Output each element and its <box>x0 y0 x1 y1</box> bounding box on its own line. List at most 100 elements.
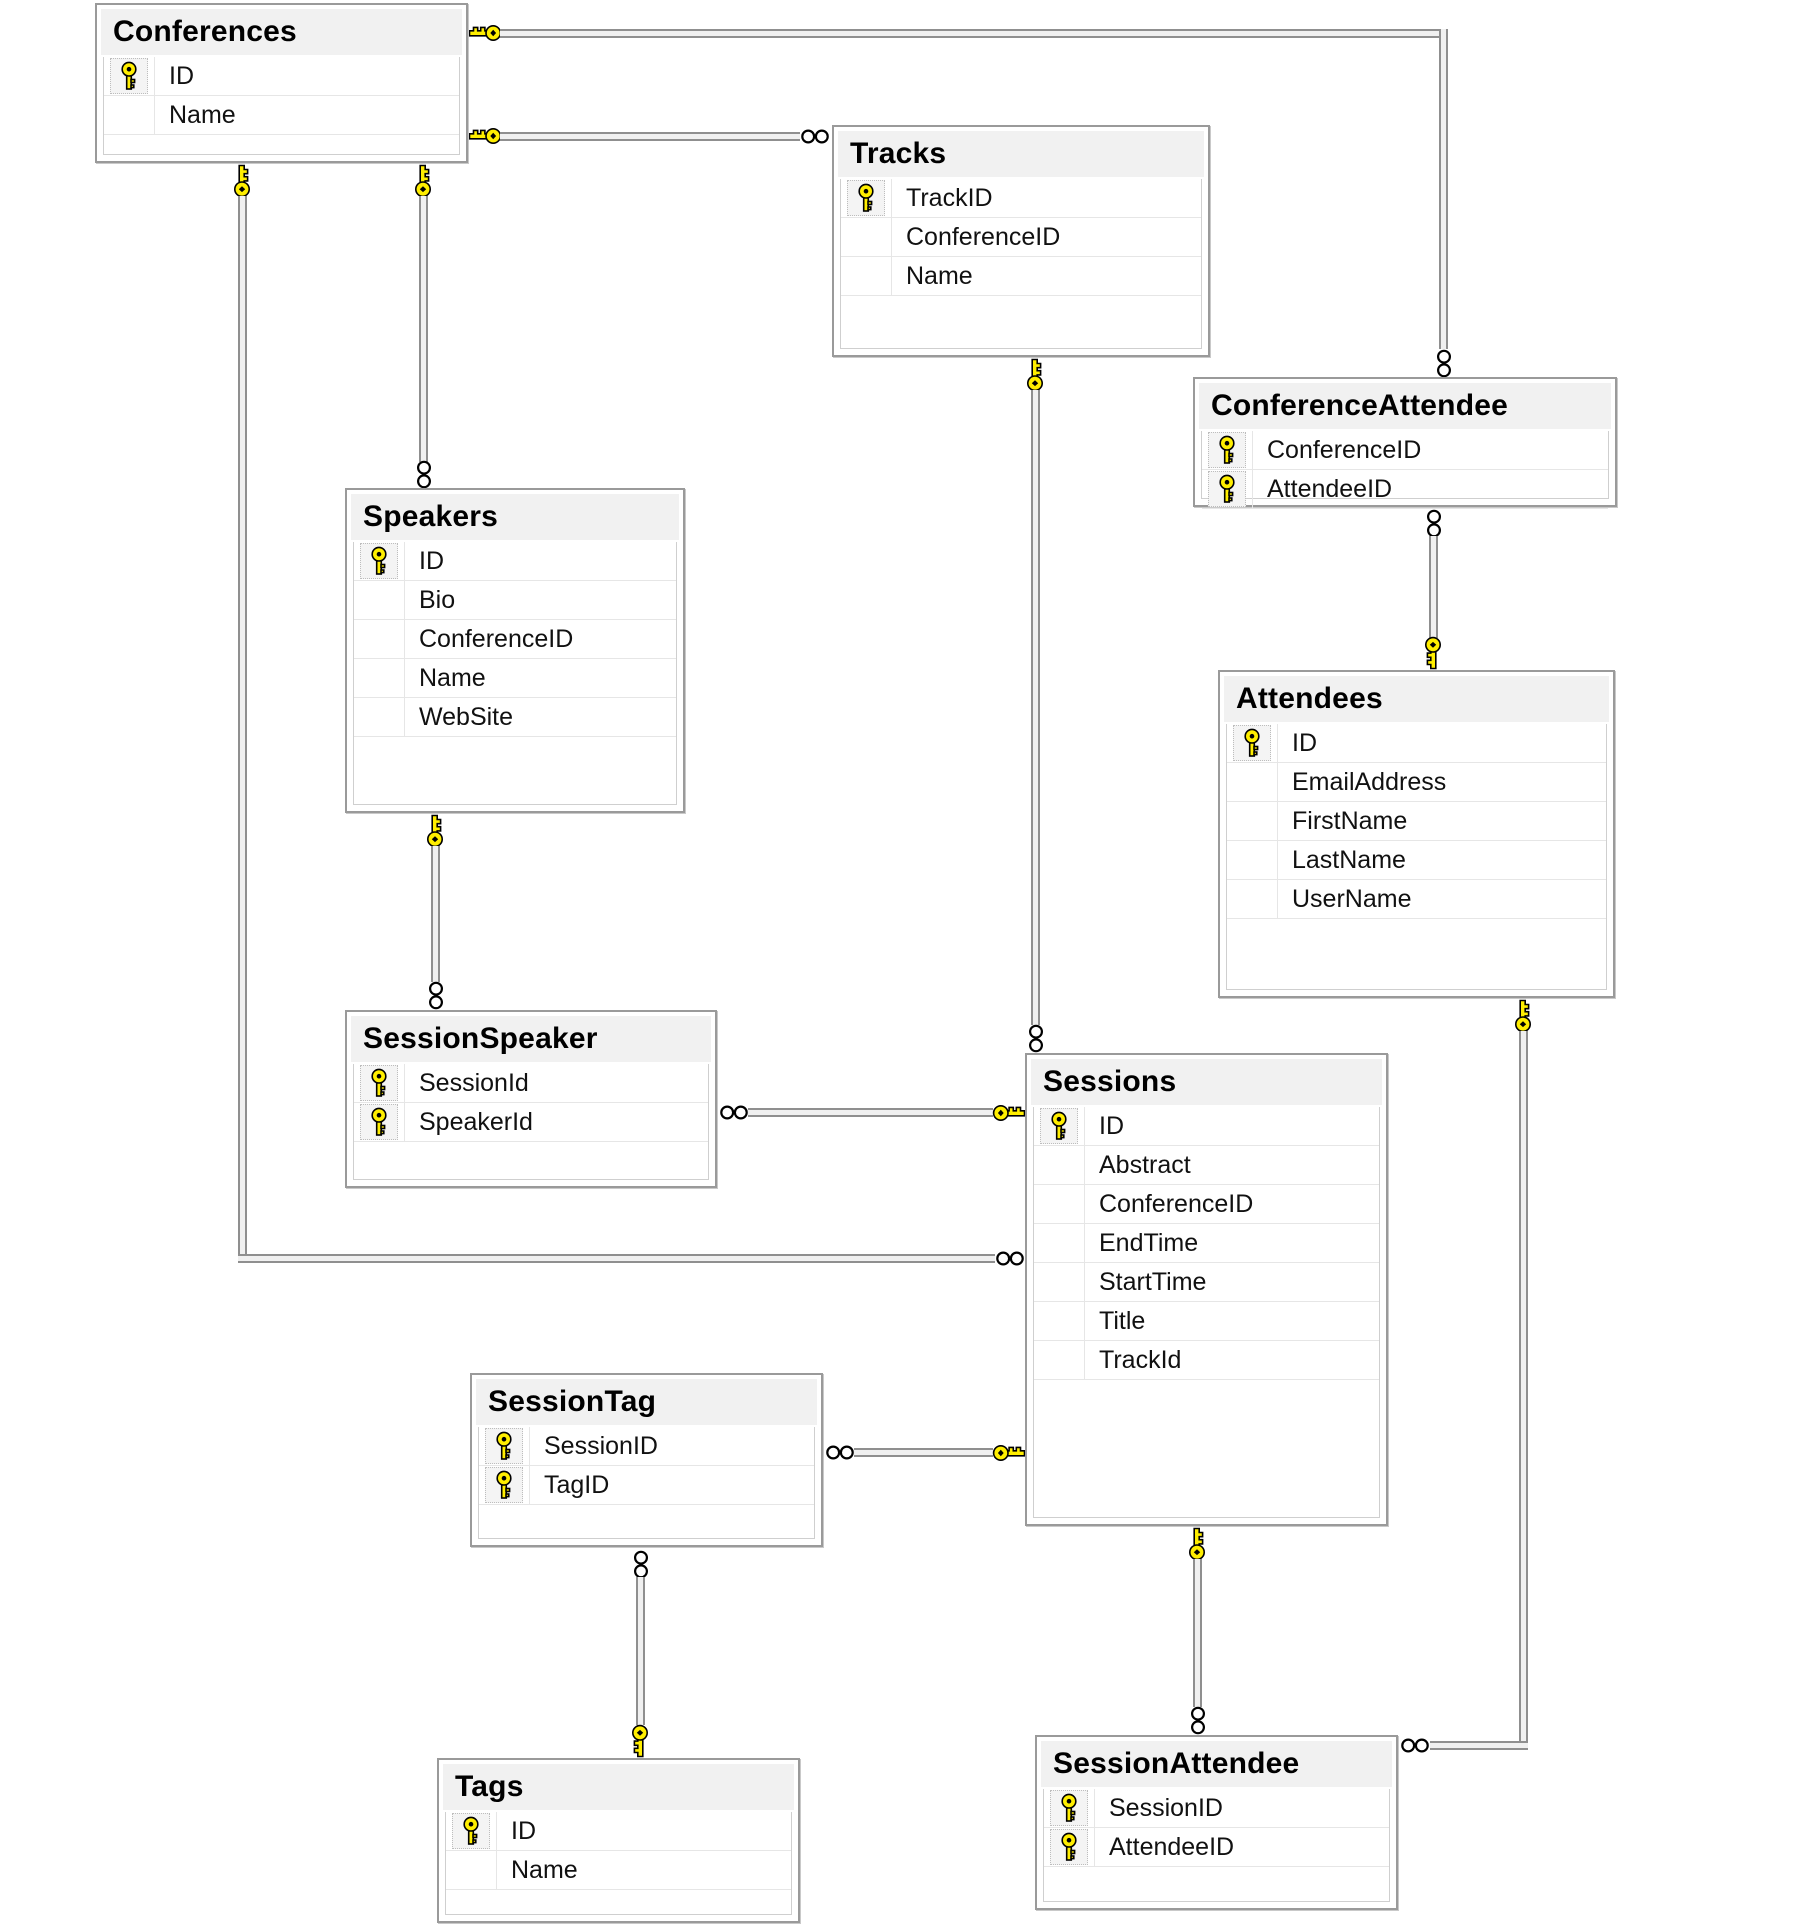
primary-key-icon <box>104 57 155 95</box>
infinity-many-symbol <box>800 129 830 144</box>
column-row[interactable]: ID <box>354 542 676 581</box>
column-row[interactable]: FirstName <box>1227 802 1606 841</box>
relationship-line[interactable] <box>431 846 440 982</box>
column-row[interactable]: ID <box>1034 1107 1379 1146</box>
relationship-line[interactable] <box>748 1108 993 1117</box>
infinity-many-symbol <box>995 1251 1025 1266</box>
column-icon-cell <box>1034 1302 1085 1340</box>
key-one-symbol <box>468 24 502 42</box>
column-icon-cell <box>354 620 405 658</box>
key-one-symbol <box>992 1104 1026 1122</box>
column-name: Name <box>906 261 973 290</box>
column-row[interactable]: TrackId <box>1034 1341 1379 1380</box>
primary-key-icon <box>479 1466 530 1504</box>
column-row[interactable]: Name <box>354 659 676 698</box>
column-name: Name <box>169 100 236 129</box>
column-icon-cell <box>354 581 405 619</box>
column-row[interactable]: Name <box>446 1851 791 1890</box>
column-icon-cell <box>1034 1224 1085 1262</box>
column-row[interactable]: ConferenceID <box>841 218 1201 257</box>
table-title: Sessions <box>1031 1059 1382 1105</box>
infinity-many-symbol <box>1190 1705 1205 1735</box>
key-one-symbol <box>468 127 502 145</box>
column-icon-cell <box>1227 880 1278 918</box>
key-one-symbol <box>1026 358 1044 392</box>
column-row[interactable]: TrackID <box>841 179 1201 218</box>
column-row[interactable]: ConferenceID <box>1202 431 1608 470</box>
primary-key-icon <box>1034 1107 1085 1145</box>
column-icon-cell <box>1034 1263 1085 1301</box>
relationship-line[interactable] <box>238 196 247 1258</box>
column-name: EndTime <box>1099 1228 1199 1257</box>
column-row[interactable]: ConferenceID <box>354 620 676 659</box>
table-title: Tracks <box>838 131 1204 177</box>
column-row[interactable]: Title <box>1034 1302 1379 1341</box>
relationship-line[interactable] <box>1519 1031 1528 1749</box>
column-row[interactable]: ID <box>104 57 459 96</box>
infinity-many-symbol <box>1028 1023 1043 1053</box>
relationship-line[interactable] <box>238 1254 995 1263</box>
relationship-line[interactable] <box>1430 1741 1528 1750</box>
column-row[interactable]: ID <box>1227 724 1606 763</box>
column-row[interactable]: SessionId <box>354 1064 708 1103</box>
column-name: Name <box>511 1855 578 1884</box>
column-row[interactable]: WebSite <box>354 698 676 737</box>
column-row[interactable]: StartTime <box>1034 1263 1379 1302</box>
column-row[interactable]: EmailAddress <box>1227 763 1606 802</box>
relationship-line[interactable] <box>854 1448 993 1457</box>
column-row[interactable]: Bio <box>354 581 676 620</box>
column-row[interactable]: SessionID <box>1044 1789 1389 1828</box>
column-icon-cell <box>104 96 155 134</box>
table-columns: ID Name <box>445 1812 792 1915</box>
infinity-many-symbol <box>1436 348 1451 378</box>
column-row[interactable]: UserName <box>1227 880 1606 919</box>
relationship-line[interactable] <box>1193 1559 1202 1707</box>
column-name: ID <box>511 1816 536 1845</box>
column-row[interactable]: TagID <box>479 1466 814 1505</box>
column-row[interactable]: AttendeeID <box>1044 1828 1389 1867</box>
relationship-line[interactable] <box>1031 390 1040 1025</box>
column-name: ConferenceID <box>906 222 1061 251</box>
column-name: AttendeeID <box>1109 1832 1235 1861</box>
column-row[interactable]: Abstract <box>1034 1146 1379 1185</box>
key-one-symbol <box>1188 1527 1206 1561</box>
primary-key-icon <box>1227 724 1278 762</box>
column-name: SessionID <box>544 1431 658 1460</box>
relationship-line[interactable] <box>500 29 1447 38</box>
primary-key-icon <box>446 1812 497 1850</box>
column-row[interactable]: EndTime <box>1034 1224 1379 1263</box>
infinity-many-symbol <box>633 1549 648 1579</box>
table-tracks[interactable]: Tracks TrackID ConferenceID Name <box>832 125 1210 357</box>
column-row[interactable]: SpeakerId <box>354 1103 708 1142</box>
table-sessiontag[interactable]: SessionTag SessionID TagID <box>470 1373 823 1547</box>
column-row[interactable]: LastName <box>1227 841 1606 880</box>
table-columns: TrackID ConferenceID Name <box>840 179 1202 349</box>
column-name: TrackID <box>906 183 993 212</box>
column-row[interactable]: AttendeeID <box>1202 470 1608 509</box>
infinity-many-symbol <box>428 980 443 1010</box>
column-row[interactable]: SessionID <box>479 1427 814 1466</box>
relationship-line[interactable] <box>1439 29 1448 349</box>
column-row[interactable]: Name <box>841 257 1201 296</box>
column-row[interactable]: Name <box>104 96 459 135</box>
column-row[interactable]: ConferenceID <box>1034 1185 1379 1224</box>
table-title: SessionTag <box>476 1379 817 1425</box>
relationship-line[interactable] <box>1429 536 1438 638</box>
relationship-line[interactable] <box>500 132 800 141</box>
relationship-line[interactable] <box>636 1577 645 1725</box>
column-icon-cell <box>841 257 892 295</box>
column-row[interactable]: ID <box>446 1812 791 1851</box>
primary-key-icon <box>841 179 892 217</box>
relationship-line[interactable] <box>419 196 428 462</box>
